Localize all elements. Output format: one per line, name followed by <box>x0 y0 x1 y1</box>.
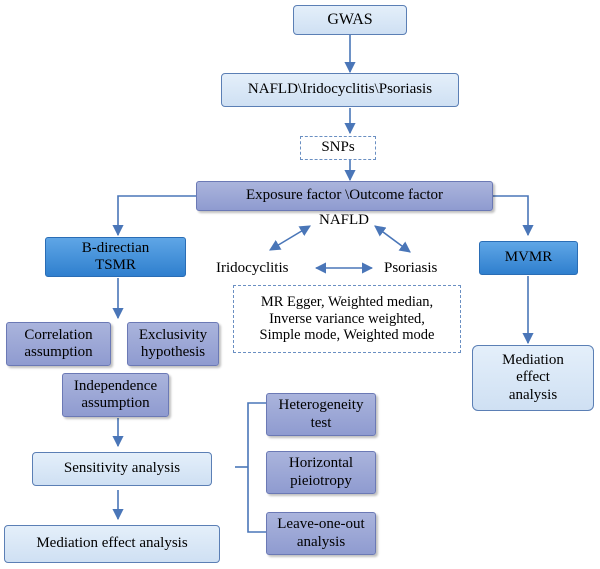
mediation-right-label-1: Mediation <box>502 352 564 369</box>
pleiotropy-label-1: Horizontal <box>288 455 354 472</box>
diseases-box: NAFLD\Iridocyclitis\Psoriasis <box>221 73 459 107</box>
heterogeneity-test-box: Heterogeneity test <box>266 393 376 436</box>
independence-label-1: Independence <box>73 377 158 394</box>
bidirectional-tsmr-box: B-directian TSMR <box>45 237 186 277</box>
independence-label-2: assumption <box>81 395 150 411</box>
arrow-nafld-iridocyclitis <box>269 225 311 251</box>
leave-one-out-box: Leave-one-out analysis <box>266 512 376 555</box>
heterogeneity-label-2: test <box>310 414 332 431</box>
correlation-label-2: assumption <box>24 344 93 360</box>
methods-line-1: MR Egger, Weighted median, <box>260 293 434 310</box>
sensitivity-bracket <box>247 402 268 533</box>
gwas-box: GWAS <box>293 5 407 35</box>
arrow-nafld-psoriasis <box>374 225 411 253</box>
methods-line-3: Simple mode, Weighted mode <box>259 327 435 344</box>
iridocyclitis-node: Iridocyclitis <box>216 260 289 276</box>
psoriasis-node: Psoriasis <box>384 260 438 276</box>
snps-box: SNPs <box>300 136 376 160</box>
exclusivity-label-2: hypothesis <box>140 344 206 360</box>
loo-label-2: analysis <box>296 533 346 550</box>
independence-assumption-box: Independence assumption <box>62 373 169 417</box>
exposure-outcome-label: Exposure factor \Outcome factor <box>246 187 443 204</box>
mr-methods-box: MR Egger, Weighted median, Inverse varia… <box>233 285 461 353</box>
mediation-right-box: Mediation effect analysis <box>472 345 594 411</box>
exclusivity-hypothesis-box: Exclusivity hypothesis <box>127 322 219 366</box>
methods-line-2: Inverse variance weighted, <box>269 310 425 327</box>
mediation-left-box: Mediation effect analysis <box>4 525 220 563</box>
mediation-right-label-2: effect <box>516 369 550 386</box>
correlation-label-1: Correlation <box>24 326 93 343</box>
mvmr-box: MVMR <box>479 241 578 275</box>
tsmr-label: TSMR <box>95 257 136 273</box>
correlation-assumption-box: Correlation assumption <box>6 322 111 366</box>
sensitivity-label: Sensitivity analysis <box>63 460 181 477</box>
sensitivity-analysis-box: Sensitivity analysis <box>32 452 212 486</box>
gwas-label: GWAS <box>327 10 373 28</box>
mediation-right-label-3: analysis <box>508 386 558 403</box>
exclusivity-label-1: Exclusivity <box>138 326 208 343</box>
mvmr-label: MVMR <box>504 249 553 266</box>
nafld-node: NAFLD <box>319 212 370 228</box>
exposure-outcome-box: Exposure factor \Outcome factor <box>196 181 493 211</box>
diseases-label: NAFLD\Iridocyclitis\Psoriasis <box>247 81 433 98</box>
mediation-left-label: Mediation effect analysis <box>36 535 188 552</box>
loo-label-1: Leave-one-out <box>277 516 365 533</box>
horizontal-pleiotropy-box: Horizontal pieiotropy <box>266 451 376 494</box>
bidirectional-label: B-directian <box>81 239 150 256</box>
pleiotropy-label-2: pieiotropy <box>290 472 352 489</box>
arrow-exposure-mvmr <box>493 195 534 237</box>
heterogeneity-label-1: Heterogeneity <box>278 397 364 414</box>
arrow-exposure-tsmr <box>112 195 196 237</box>
snps-label: SNPs <box>321 139 355 156</box>
